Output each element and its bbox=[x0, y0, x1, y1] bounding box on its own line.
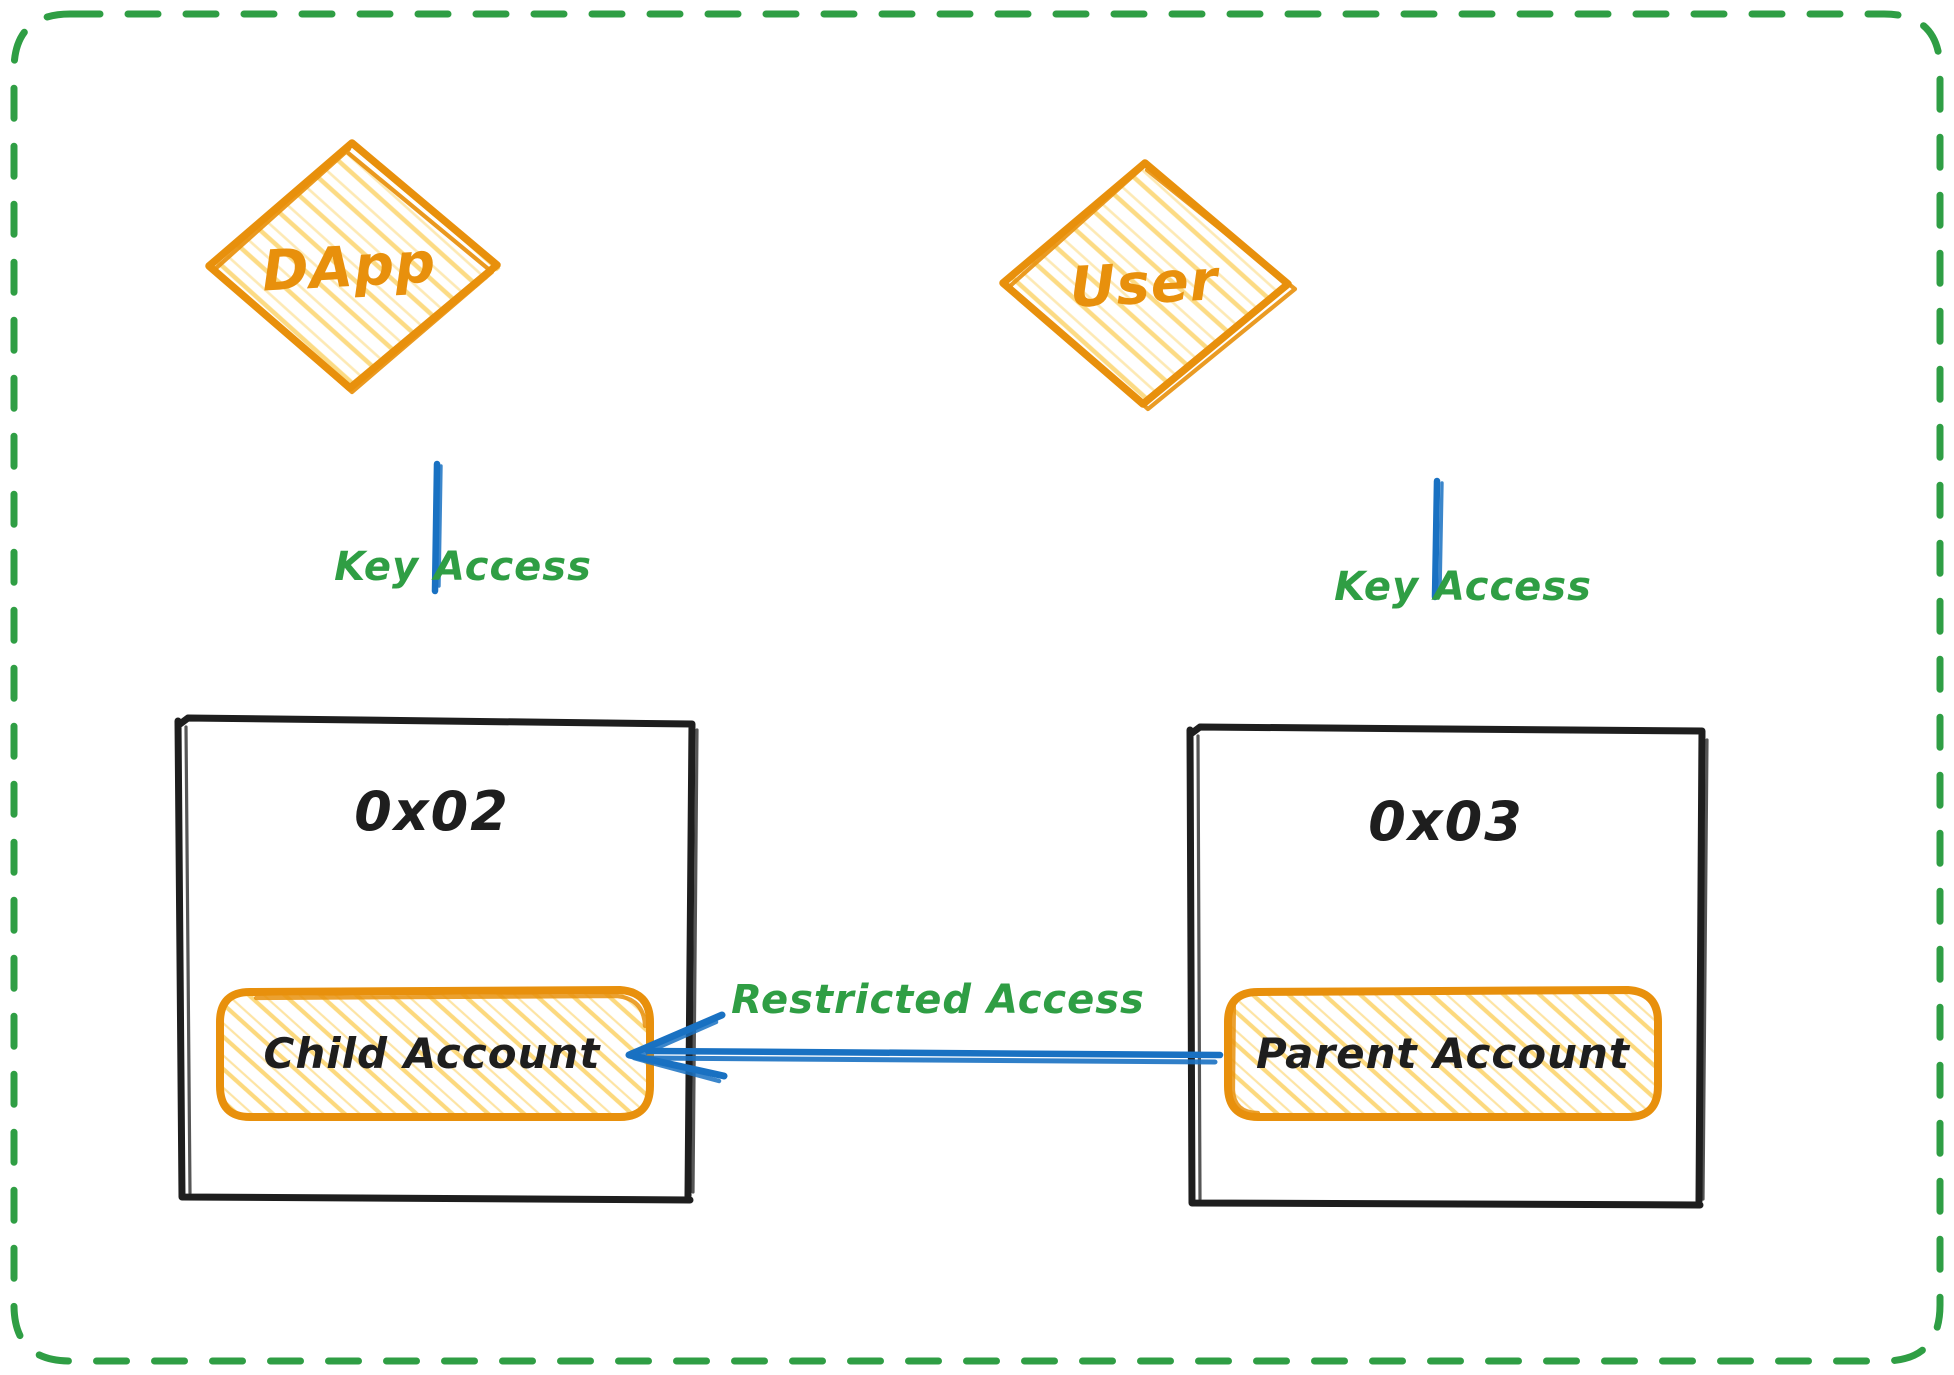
parent-account-label: Parent Account bbox=[1256, 1029, 1631, 1078]
node-user[interactable]: User bbox=[999, 159, 1298, 412]
account-0x02-label: 0x02 bbox=[354, 780, 510, 843]
child-account-label: Child Account bbox=[264, 1029, 602, 1078]
edge-label-key-access-right: Key Access bbox=[1334, 564, 1592, 610]
account-0x03-label: 0x03 bbox=[1368, 790, 1524, 853]
dashed-boundary bbox=[10, 10, 1944, 1365]
node-parent-account[interactable]: Parent Account bbox=[1224, 986, 1662, 1121]
edge-dapp-to-0x02[interactable] bbox=[431, 460, 443, 595]
edge-label-key-access-left: Key Access bbox=[334, 544, 592, 590]
user-label: User bbox=[1068, 248, 1222, 321]
edge-label-restricted-access: Restricted Access bbox=[731, 977, 1145, 1023]
edge-parent-to-child[interactable] bbox=[625, 1011, 1224, 1084]
node-account-0x02[interactable]: 0x02 bbox=[174, 714, 699, 1204]
node-dapp[interactable]: DApp bbox=[205, 139, 501, 395]
node-account-0x03[interactable]: 0x03 bbox=[1186, 723, 1709, 1209]
dapp-label: DApp bbox=[260, 231, 437, 305]
edge-user-to-0x03[interactable] bbox=[1431, 477, 1444, 601]
node-child-account[interactable]: Child Account bbox=[216, 986, 654, 1121]
